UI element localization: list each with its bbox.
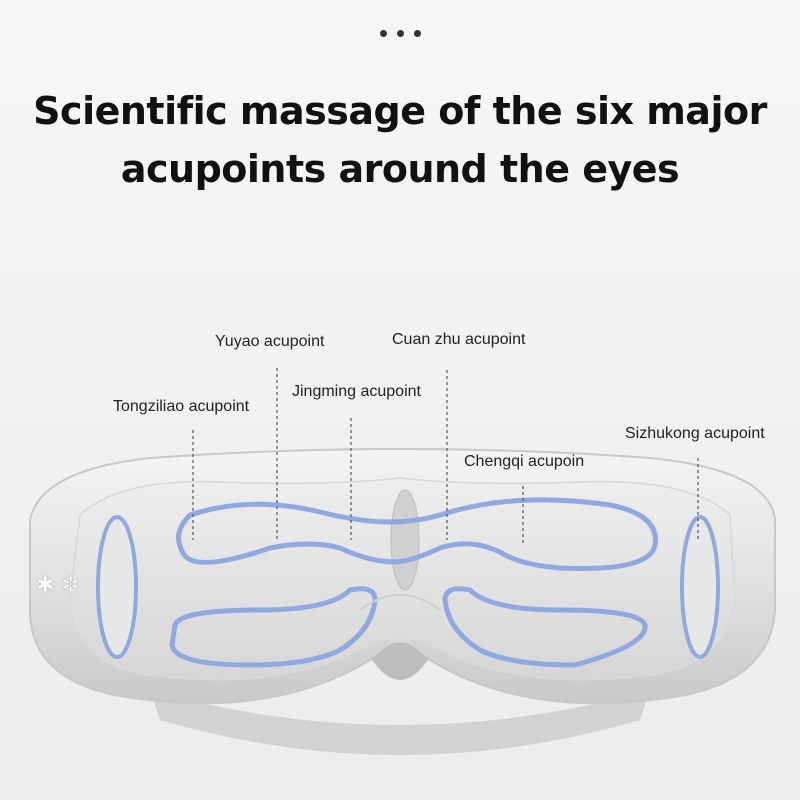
label-yuyao: Yuyao acupoint bbox=[215, 333, 325, 350]
label-sizhukong: Sizhukong acupoint bbox=[625, 425, 765, 442]
right-temple-pad bbox=[680, 515, 720, 659]
label-cuanzhu: Cuan zhu acupoint bbox=[392, 331, 526, 348]
nose-bridge bbox=[372, 642, 428, 680]
headline-line-1: Scientific massage of the six major bbox=[33, 89, 767, 133]
headline-line-2: acupoints around the eyes bbox=[120, 147, 680, 191]
label-tongziliao: Tongziliao acupoint bbox=[113, 398, 250, 415]
device-base bbox=[150, 690, 650, 755]
center-button bbox=[390, 489, 420, 591]
upper-massage-ribbon bbox=[176, 497, 658, 571]
headline: Scientific massage of the six major acup… bbox=[0, 82, 800, 198]
label-chengqi: Chengqi acupoin bbox=[464, 453, 585, 470]
more-dots-icon bbox=[0, 22, 800, 41]
control-icons: ✱ ✲ bbox=[36, 573, 80, 598]
label-jingming: Jingming acupoint bbox=[292, 383, 421, 400]
right-lower-pad bbox=[442, 586, 648, 668]
nose-lower-pad bbox=[359, 594, 441, 611]
left-temple-pad bbox=[96, 515, 138, 659]
